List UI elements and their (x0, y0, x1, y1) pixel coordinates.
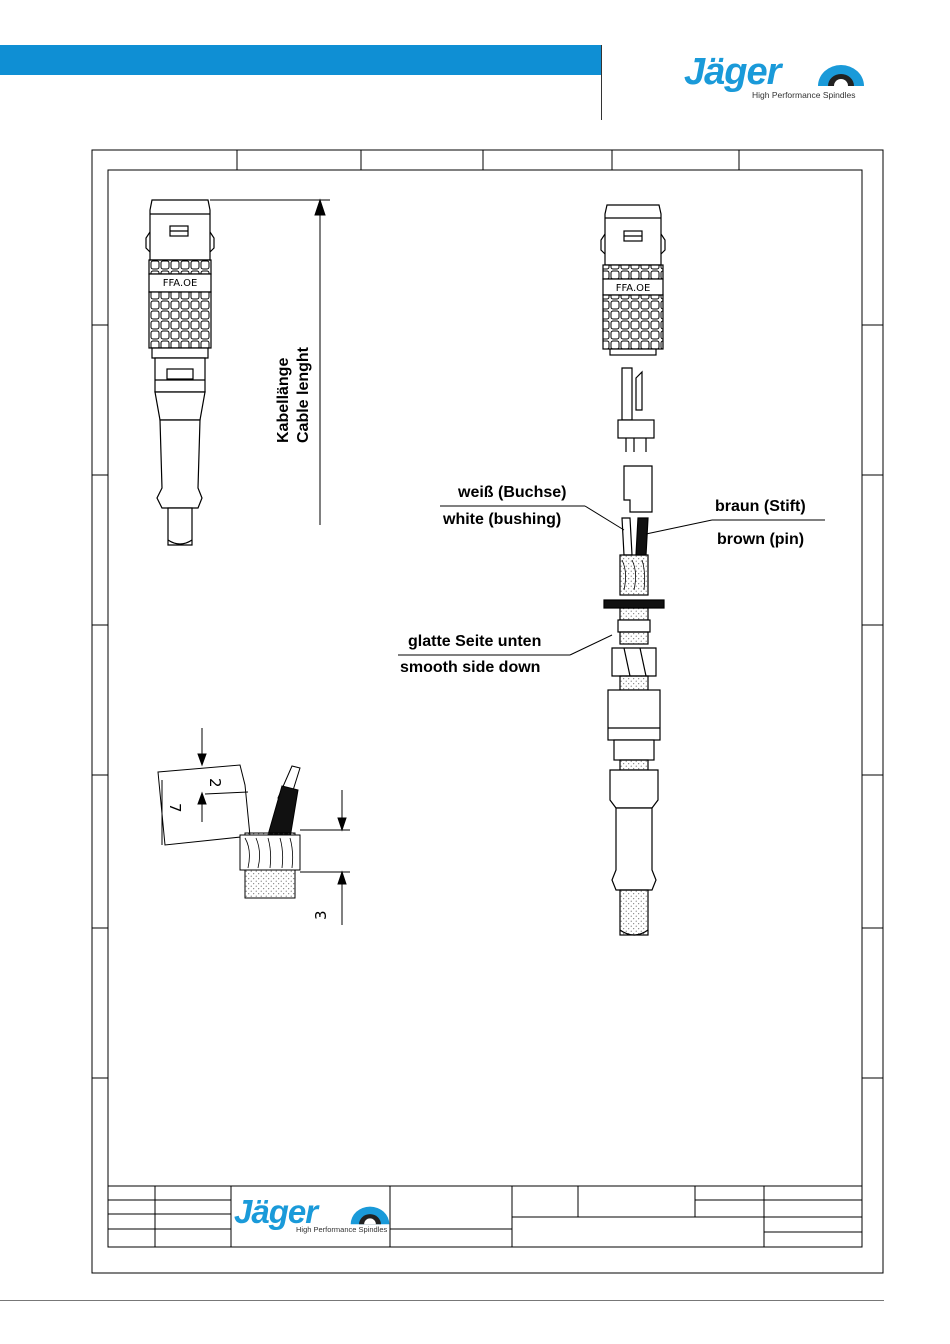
smooth-side-label-en: smooth side down (400, 659, 540, 677)
smooth-side-label-de: glatte Seite unten (408, 633, 541, 651)
title-block (108, 1186, 862, 1247)
brown-wire-label-en: brown (pin) (717, 531, 804, 549)
cable-length-label-en: Cable lenght (294, 347, 313, 443)
dimension-3-label: 3 (312, 910, 330, 920)
dimension-7-label: 7 (166, 803, 184, 813)
right-connector-marking: FFA.OE (616, 283, 651, 294)
half-dome-logo-icon (349, 1204, 391, 1226)
brown-wire-label-de: braun (Stift) (715, 498, 806, 516)
footer-divider (0, 1300, 884, 1301)
title-block-logo: Jäger High Performance Spindles (234, 1194, 394, 1238)
title-block-brand-tagline: High Performance Spindles (296, 1225, 387, 1234)
dimension-2-label: 2 (206, 778, 224, 788)
white-wire-label-de: weiß (Buchse) (458, 484, 566, 502)
right-connector-assembly (601, 205, 665, 935)
cable-prep-detail (158, 728, 350, 925)
white-wire-label-en: white (bushing) (443, 511, 561, 529)
cable-length-label-de: Kabellänge (274, 358, 293, 443)
left-connector (146, 200, 214, 545)
left-connector-marking: FFA.OE (163, 278, 198, 289)
